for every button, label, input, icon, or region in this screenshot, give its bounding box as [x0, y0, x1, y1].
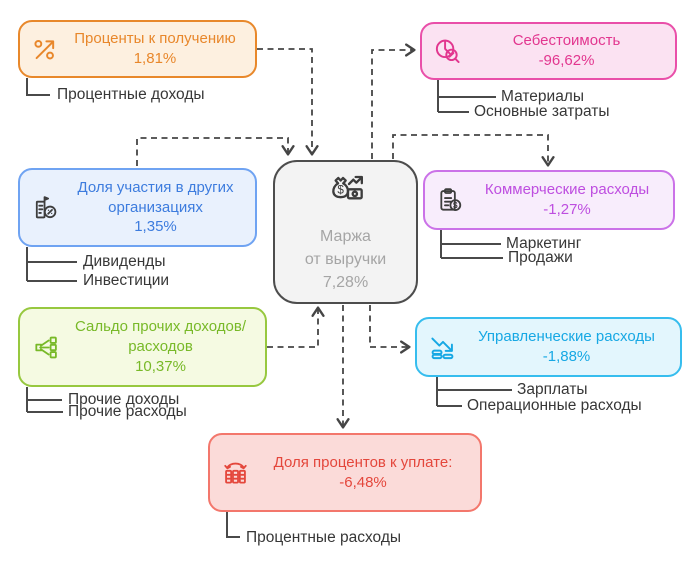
- tree-cost-of-sales: [437, 80, 496, 113]
- node-cost-of-sales: Себестоимость -96,62%: [420, 22, 677, 80]
- node-value: 1,81%: [133, 50, 177, 67]
- percent-trend-up-icon: [31, 35, 59, 63]
- child-label: Продажи: [508, 249, 573, 266]
- child-label: Материалы: [501, 88, 584, 105]
- node-title: Доля участия в других организациях: [77, 178, 234, 216]
- tree-share: [26, 247, 77, 282]
- node-commercial-expenses: $ Коммерческие расходы -1,27%: [423, 170, 675, 230]
- node-title: Коммерческие расходы: [484, 181, 650, 199]
- node-interest-receivable: Проценты к получению 1,81%: [18, 20, 257, 78]
- node-value: 1,35%: [134, 218, 177, 236]
- child-label: Операционные расходы: [467, 397, 642, 414]
- building-percent-icon: [31, 193, 60, 222]
- child-label: Основные затраты: [474, 103, 610, 120]
- node-title: Управленческие расходы: [478, 328, 655, 346]
- connector-margin-to-commercial: [392, 134, 555, 167]
- pie-chart-magnifier-icon: [433, 37, 462, 66]
- node-value: -1,27%: [543, 201, 591, 218]
- connector-interest-receivable-to-margin: [257, 48, 319, 156]
- connector-share-to-margin: [136, 137, 295, 166]
- child-label: Зарплаты: [517, 381, 588, 398]
- child-label: Инвестиции: [83, 272, 170, 289]
- node-title: Сальдо прочих доходов/ расходов: [74, 318, 246, 356]
- tree-interest-receivable: [26, 78, 50, 96]
- connector-balance-to-margin: [267, 306, 325, 348]
- flow-split-icon: [31, 333, 60, 362]
- node-value: -6,48%: [339, 473, 387, 491]
- center-title-line2: от выручки: [304, 251, 387, 269]
- node-interest-payable: Доля процентов к уплате: -6,48%: [208, 433, 482, 512]
- svg-text:$: $: [337, 184, 344, 197]
- bank-refresh-icon: [221, 458, 250, 487]
- connector-margin-to-administrative: [369, 305, 411, 354]
- node-administrative-expenses: Управленческие расходы -1,88%: [415, 317, 682, 377]
- child-label: Процентные расходы: [246, 529, 402, 546]
- node-value: -96,62%: [538, 52, 595, 69]
- tree-balance: [26, 387, 63, 413]
- child-label: Маркетинг: [506, 235, 582, 252]
- child-label: Прочие доходы: [68, 391, 180, 408]
- node-share-in-other-organizations: Доля участия в других организациях 1,35%: [18, 168, 257, 247]
- tree-interest-payable: [226, 512, 240, 538]
- money-bag-growth-icon: $: [326, 169, 366, 214]
- node-value: 10,37%: [135, 357, 186, 375]
- node-title: Себестоимость: [512, 32, 621, 50]
- clipboard-dollar-icon: $: [436, 186, 465, 215]
- tree-administrative: [436, 377, 512, 407]
- node-margin-from-revenue: $ Маржа от выручки 7,28%: [273, 160, 418, 304]
- child-label: Дивиденды: [83, 253, 166, 270]
- node-value: -1,88%: [542, 348, 591, 365]
- child-label: Прочие расходы: [68, 403, 187, 420]
- decline-chart-coins-icon: [428, 333, 457, 362]
- center-value: 7,28%: [322, 273, 369, 291]
- node-title: Проценты к получению: [74, 30, 236, 48]
- node-title: Доля процентов к уплате:: [273, 453, 453, 471]
- connector-margin-to-cost-of-sales: [371, 43, 416, 159]
- svg-text:$: $: [453, 200, 458, 209]
- node-other-income-expense-balance: Сальдо прочих доходов/ расходов 10,37%: [18, 307, 267, 387]
- tree-commercial: [440, 230, 503, 259]
- center-title-line1: Маржа: [320, 228, 371, 246]
- child-label: Процентные доходы: [57, 86, 205, 103]
